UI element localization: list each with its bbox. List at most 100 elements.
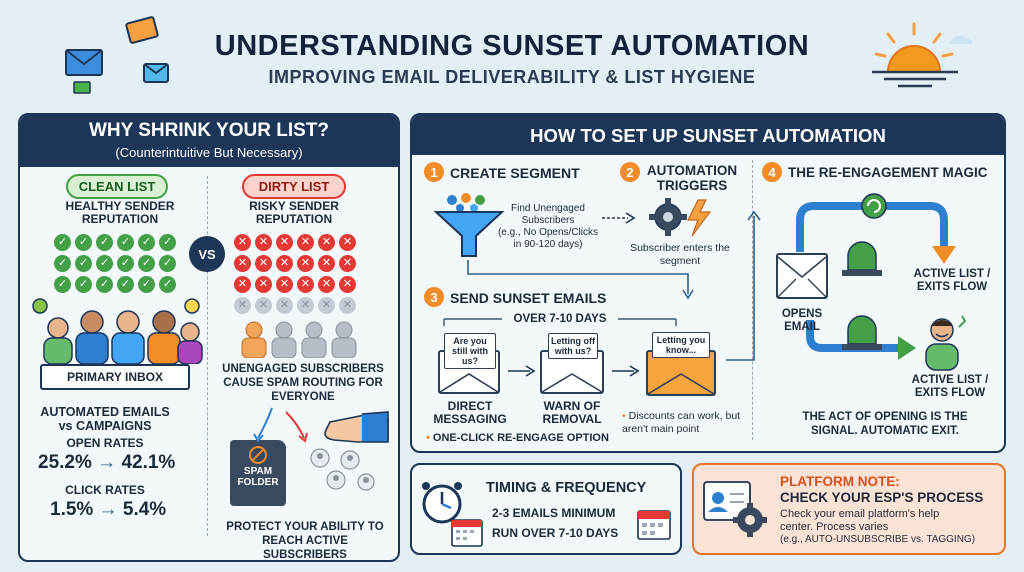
sunset-email-2-note: Letting off with us? [548, 333, 598, 359]
gear-lightning-icon [644, 196, 718, 238]
check-icon: ✓ [54, 234, 71, 251]
happy-people-illustration [28, 298, 204, 365]
cross-icon: ✕ [297, 234, 314, 251]
step-2-title: AUTOMATION TRIGGERS [646, 163, 738, 193]
click-rate-after: 5.4% [122, 499, 167, 520]
cross-icon: ✕ [255, 276, 272, 293]
check-icon: ✓ [75, 234, 92, 251]
cross-icon: ✕ [318, 255, 335, 272]
step-4-title: THE RE-ENGAGEMENT MAGIC [788, 165, 988, 180]
check-icon: ✓ [138, 276, 155, 293]
primary-inbox-tray: PRIMARY INBOX [40, 364, 190, 390]
sunset-email-1-note: Are you still with us? [444, 333, 496, 369]
over-days-label: OVER 7-10 DAYS [513, 313, 607, 325]
opens-email-label: OPENS EMAIL [781, 308, 823, 333]
envelope-flap [646, 362, 716, 396]
timing-line-1: 2-3 EMAILS MINIMUM [492, 506, 616, 520]
timing-title: TIMING & FREQUENCY [486, 480, 647, 496]
clean-list-badge: CLEAN LIST [66, 174, 168, 199]
page-subtitle: IMPROVING EMAIL DELIVERABILITY & LIST HY… [268, 67, 756, 87]
inactive-icon: ✕ [339, 297, 356, 314]
siren-icon [842, 241, 882, 350]
funnel-icon [432, 190, 506, 262]
one-click-option: • ONE-CLICK RE-ENGAGE OPTION [426, 432, 609, 444]
active-list-label-2: ACTIVE LIST / EXITS FLOW [911, 374, 989, 399]
calendar-icon [450, 516, 484, 548]
header-envelopes [60, 14, 170, 94]
inactive-icon: ✕ [276, 297, 293, 314]
email-arrow-1 [506, 364, 536, 378]
sun-icon [866, 18, 976, 98]
signal-caption: THE ACT OF OPENING IS THE SIGNAL. AUTOMA… [802, 411, 968, 437]
platform-note-desc: Check your email platform's help center.… [780, 508, 940, 533]
step-1-desc-main: Find Unengaged Subscribers [511, 203, 585, 226]
spam-routing-caption: UNENGAGED SUBSCRIBERS CAUSE SPAM ROUTING… [222, 363, 384, 403]
timing-line-2: RUN OVER 7-10 DAYS [492, 526, 619, 540]
step-3-number: 3 [424, 287, 444, 307]
cross-icon: ✕ [339, 234, 356, 251]
check-icon: ✓ [159, 276, 176, 293]
email-arrow-2 [610, 364, 640, 378]
dirty-list-badge: DIRTY LIST [242, 174, 346, 199]
setup-heading: HOW TO SET UP SUNSET AUTOMATION [412, 115, 1004, 155]
envelope-flap [776, 253, 828, 299]
platform-note-title: PLATFORM NOTE: [780, 474, 900, 489]
check-icon: ✓ [159, 255, 176, 272]
cross-icon: ✕ [276, 276, 293, 293]
re-engagement-flow [770, 190, 1000, 380]
discount-text: Discounts can work, but aren't main poin… [622, 410, 741, 435]
cross-icon: ✕ [297, 255, 314, 272]
check-icon: ✓ [75, 255, 92, 272]
step-1-number: 1 [424, 162, 444, 182]
why-shrink-title: WHY SHRINK YOUR LIST? [89, 120, 329, 141]
discount-note: • Discounts can work, but aren't main po… [622, 410, 741, 435]
click-rates-label: CLICK RATES [65, 483, 145, 497]
click-rate-before: 1.5% [50, 499, 94, 520]
step-1-title: CREATE SEGMENT [450, 165, 580, 181]
vs-divider-line [207, 176, 208, 536]
step-divider [752, 160, 753, 440]
one-click-option-text: ONE-CLICK RE-ENGAGE OPTION [432, 432, 609, 444]
why-shrink-subtitle: (Counterintuitive But Necessary) [115, 145, 303, 160]
check-icon: ✓ [138, 234, 155, 251]
check-icon: ✓ [159, 234, 176, 251]
cross-icon: ✕ [255, 234, 272, 251]
healthy-reputation-label: HEALTHY SENDER REPUTATION [65, 199, 175, 226]
primary-inbox-label: PRIMARY INBOX [66, 370, 163, 384]
check-icon: ✓ [96, 255, 113, 272]
step-1-desc: Find Unengaged Subscribers (e.g., No Ope… [496, 203, 600, 251]
cross-icon: ✕ [339, 255, 356, 272]
check-icon: ✓ [96, 234, 113, 251]
envelope-flap [540, 362, 604, 394]
dirty-x-grid: ✕✕✕✕✕✕ ✕✕✕✕✕✕ ✕✕✕✕✕✕ ✕✕✕✕✕✕ [234, 234, 356, 314]
check-icon: ✓ [96, 276, 113, 293]
spam-arrows [246, 404, 316, 444]
inactive-icon: ✕ [255, 297, 272, 314]
arrow-right-icon: → [98, 499, 118, 520]
cross-icon: ✕ [339, 276, 356, 293]
inactive-icon: ✕ [234, 297, 251, 314]
calendar-icon [636, 506, 672, 542]
platform-note-example: (e.g., AUTO-UNSUBSCRIBE vs. TAGGING) [780, 534, 976, 545]
cross-icon: ✕ [234, 234, 251, 251]
cross-icon: ✕ [234, 255, 251, 272]
gear-icon [649, 198, 687, 236]
inactive-icon: ✕ [318, 297, 335, 314]
step-3-title: SEND SUNSET EMAILS [450, 290, 607, 306]
check-icon: ✓ [75, 276, 92, 293]
active-list-label-1: ACTIVE LIST / EXITS FLOW [913, 268, 991, 293]
lightning-icon [687, 199, 712, 237]
cross-icon: ✕ [276, 234, 293, 251]
profile-settings-icon [700, 478, 772, 540]
check-icon: ✓ [117, 276, 134, 293]
protect-caption: PROTECT YOUR ABILITY TO REACH ACTIVE SUB… [226, 521, 384, 561]
stats-heading: AUTOMATED EMAILS vs CAMPAIGNS [40, 405, 170, 433]
envelope-icon [65, 16, 169, 94]
no-entry-icon [249, 446, 267, 464]
sunset-email-3-note: Letting you know... [652, 332, 710, 358]
platform-note-subtitle: CHECK YOUR ESP'S PROCESS [780, 490, 984, 505]
inactive-icon: ✕ [297, 297, 314, 314]
step-2-desc: Subscriber enters the segment [630, 242, 730, 267]
risky-reputation-label: RISKY SENDER REPUTATION [249, 199, 339, 226]
step-1-desc-example: (e.g., No Opens/Clicks in 90-120 days) [497, 227, 599, 250]
